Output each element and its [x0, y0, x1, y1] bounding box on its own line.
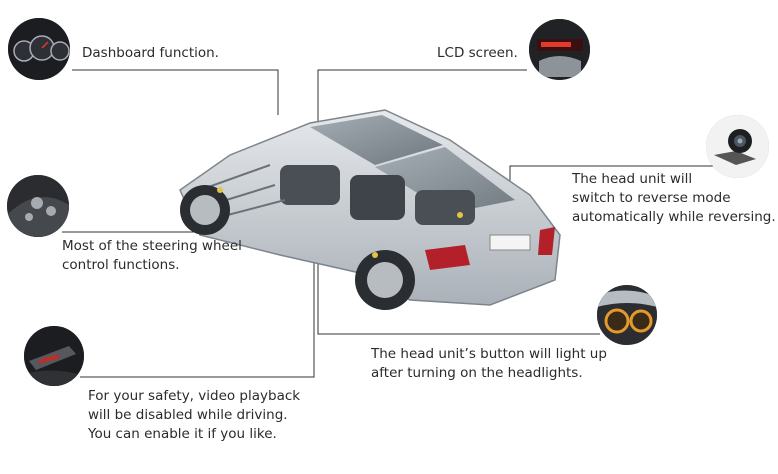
steering-label: Most of the steering wheel control funct…	[62, 237, 242, 275]
button-light-label-line-2: after turning on the headlights.	[371, 365, 583, 381]
leader-lcd	[317, 69, 527, 138]
safety-label-line-3: You can enable it if you like.	[88, 426, 277, 442]
button-light-label-line-1: The head unit’s button will light up	[371, 346, 607, 362]
leader-safety	[80, 250, 315, 378]
dashboard-gauges-icon	[8, 18, 70, 80]
leader-button-light	[317, 255, 600, 335]
reverse-label: The head unit will switch to reverse mod…	[572, 170, 776, 227]
lcd-label: LCD screen.	[437, 45, 518, 61]
reverse-label-line-3: automatically while reversing.	[572, 209, 776, 225]
steering-wheel-buttons-icon	[7, 175, 69, 237]
safety-label: For your safety, video playback will be …	[88, 387, 300, 444]
button-light-label: The head unit’s button will light up aft…	[371, 345, 607, 383]
headlight-icon	[597, 285, 657, 345]
safety-label-line-1: For your safety, video playback	[88, 388, 301, 404]
steering-label-line-1: Most of the steering wheel	[62, 238, 242, 254]
leader-dashboard	[72, 69, 279, 115]
safety-label-line-2: will be disabled while driving.	[88, 407, 288, 423]
reverse-label-line-1: The head unit will	[572, 171, 693, 187]
reverse-camera-icon	[706, 115, 769, 178]
dashboard-label: Dashboard function.	[82, 45, 219, 61]
reverse-label-line-2: switch to reverse mode	[572, 190, 731, 206]
handbrake-icon	[24, 326, 84, 386]
car-cutaway-illustration	[179, 109, 561, 310]
lcd-screen-icon	[529, 19, 590, 80]
steering-label-line-2: control functions.	[62, 257, 180, 273]
